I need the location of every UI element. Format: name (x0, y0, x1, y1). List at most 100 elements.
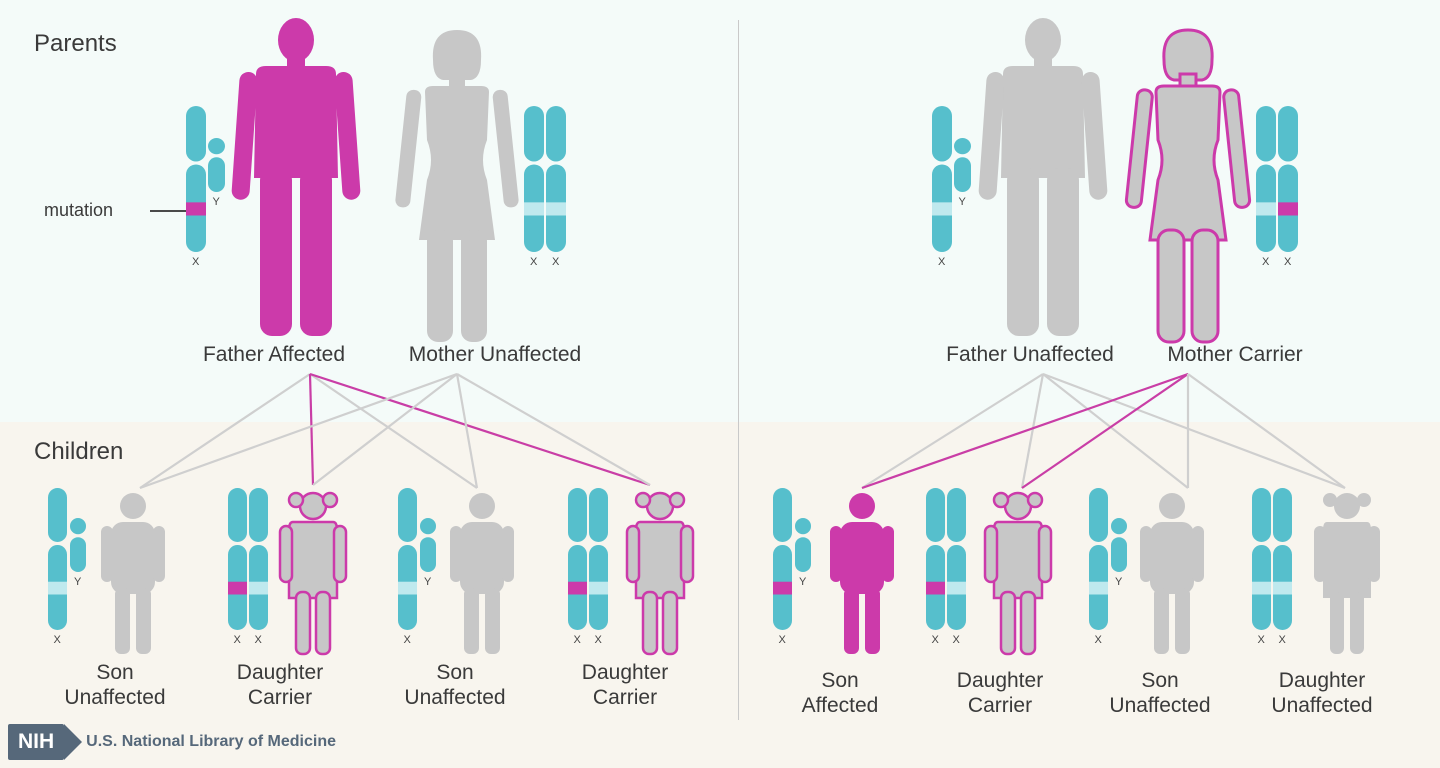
line-p1-mother-child-2 (312, 373, 458, 486)
line-p2-mother-unaffected-2 (1187, 373, 1346, 489)
c2-dau2-x-b: X (1273, 488, 1292, 646)
svg-text:Y: Y (424, 576, 432, 588)
c1-dau1-x-a: X (228, 488, 247, 646)
panel-divider (738, 20, 739, 720)
line-p2-mother-affected-2 (1021, 373, 1189, 489)
line-p1-father-son-2 (309, 373, 478, 489)
child-daughter-carrier-2 (625, 491, 695, 656)
line-p1-mother-child-3 (455, 373, 479, 489)
svg-text:Y: Y (74, 576, 82, 588)
svg-text:X: X (779, 634, 787, 646)
svg-text:Y: Y (959, 196, 967, 208)
nlm-name: U.S. National Library of Medicine (86, 733, 336, 750)
mother-carrier-figure (1124, 28, 1252, 344)
line-p1-father-son-1 (139, 373, 311, 489)
chromosomes: X Y X X X Y X X X Y X X X Y X X X Y X X X Y X X (48, 106, 1298, 646)
c1-son2-x: X (398, 488, 417, 646)
line-p2-father-child-2 (1020, 373, 1045, 489)
father1-x-chromosome: X (186, 106, 206, 268)
line-p1-father-daughter-1 (308, 373, 315, 486)
svg-text:X: X (1279, 634, 1287, 646)
c2-dau2-x-a: X (1252, 488, 1271, 646)
line-p1-father-daughter-2 (309, 372, 651, 487)
svg-text:X: X (1095, 634, 1103, 646)
father2-y-chromosome: Y (954, 138, 971, 208)
mutation-pointer (150, 210, 186, 212)
father-affected-figure (231, 18, 361, 336)
c1-dau1-x-b: X (249, 488, 268, 646)
people-figures (101, 18, 1380, 656)
svg-text:X: X (54, 634, 62, 646)
c2-dau1-x-a: X (926, 488, 945, 646)
child-son-unaffected-2 (450, 493, 514, 654)
c1-dau2-x-b: X (589, 488, 608, 646)
parents-heading: Parents (34, 30, 117, 57)
nih-chevron-icon (64, 724, 83, 760)
svg-text:X: X (953, 634, 961, 646)
child-son-affected (830, 493, 894, 654)
child-daughter-unaffected (1314, 493, 1380, 654)
child-daughter-carrier-1 (278, 491, 348, 656)
father2-x-chromosome: X (932, 106, 952, 268)
svg-text:X: X (595, 634, 603, 646)
inheritance-lines (139, 372, 1346, 490)
line-p2-father-child-4 (1042, 372, 1346, 490)
c1-son1-x: X (48, 488, 67, 646)
c2-son1-y: Y (795, 518, 811, 588)
father-unaffected-figure (978, 18, 1108, 336)
c2-son2-y: Y (1111, 518, 1127, 588)
line-p2-father-child-3 (1042, 373, 1189, 489)
mother-label-1: Mother Unaffected (408, 343, 582, 366)
svg-text:X: X (192, 256, 200, 268)
c2-son1-x: X (773, 488, 792, 646)
mother2-x-chromosome-a: X (1256, 106, 1276, 268)
svg-text:Y: Y (799, 576, 807, 588)
father-label-2: Father Unaffected (946, 343, 1114, 366)
svg-text:X: X (938, 256, 946, 268)
mother1-x-chromosome-b: X (546, 106, 566, 268)
svg-text:X: X (255, 634, 263, 646)
svg-text:X: X (932, 634, 940, 646)
svg-text:X: X (552, 256, 560, 268)
mutation-label: mutation (44, 200, 114, 220)
children-heading: Children (34, 438, 124, 465)
svg-text:X: X (530, 256, 538, 268)
c2-son2-x: X (1089, 488, 1108, 646)
father-label-1: Father Affected (202, 343, 346, 366)
svg-text:Y: Y (213, 196, 221, 208)
svg-text:X: X (1284, 256, 1292, 268)
c1-son1-y: Y (70, 518, 86, 588)
line-p2-father-child-1 (861, 373, 1044, 489)
father1-y-chromosome: Y (208, 138, 225, 208)
child-daughter-carrier-3 (983, 491, 1053, 656)
line-p2-mother-affected-1 (861, 372, 1189, 490)
footer: NIH U.S. National Library of Medicine (8, 718, 336, 766)
svg-text:X: X (1258, 634, 1266, 646)
line-p1-mother-child-4 (456, 373, 651, 486)
svg-text:X: X (574, 634, 582, 646)
nih-logo: NIH (8, 724, 65, 760)
mother1-x-chromosome-a: X (524, 106, 544, 268)
line-p1-mother-child-1 (139, 372, 458, 490)
mother-label-2: Mother Carrier (1167, 343, 1303, 366)
child-son-unaffected-1 (101, 493, 165, 654)
c1-son2-y: Y (420, 518, 436, 588)
mother2-x-chromosome-b: X (1278, 106, 1298, 268)
svg-text:X: X (1262, 256, 1270, 268)
child-son-unaffected-3 (1140, 493, 1204, 654)
svg-text:Y: Y (1115, 576, 1123, 588)
svg-text:X: X (234, 634, 242, 646)
svg-text:X: X (404, 634, 412, 646)
c2-dau1-x-b: X (947, 488, 966, 646)
c1-dau2-x-a: X (568, 488, 587, 646)
